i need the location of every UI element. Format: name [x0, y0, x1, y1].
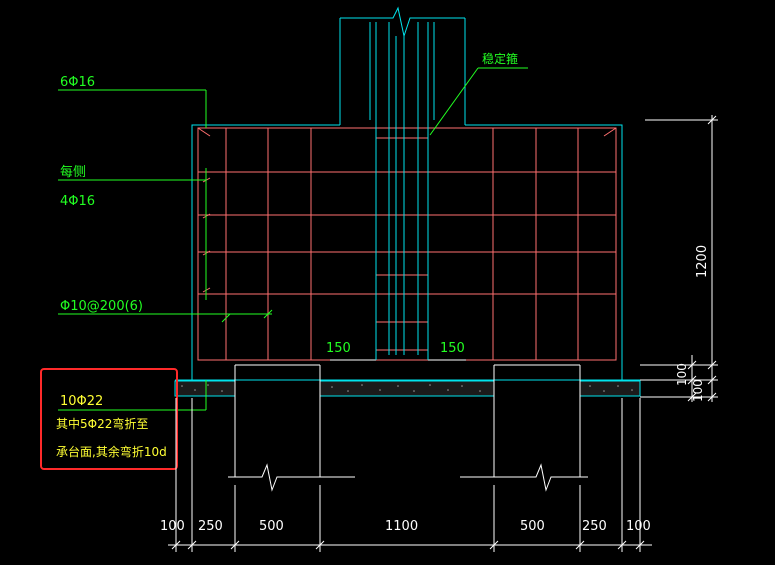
dim-bottom-3: 500 [259, 519, 284, 534]
label-top-main-bars: 6Φ16 [60, 75, 95, 90]
bottom-dimension-labels: 100 250 500 1100 500 250 100 [160, 519, 651, 534]
pile-cap-outline [175, 124, 640, 381]
note-line-1: 其中5Φ22弯折至 [56, 416, 148, 431]
label-each-side: 每侧 [60, 164, 86, 180]
right-dimension-lines [640, 115, 718, 402]
dim-bottom-1: 100 [160, 519, 185, 534]
column-bars [369, 22, 435, 360]
dim-height-main: 1200 [695, 245, 710, 278]
highlight-box [40, 368, 178, 470]
label-bottom-bars: 10Φ22 [60, 394, 103, 409]
label-side-bars: 4Φ16 [60, 194, 95, 209]
annotation-leaders [58, 67, 528, 411]
bottom-dimension-lines [168, 398, 652, 552]
pile-left [228, 364, 355, 492]
dim-bottom-6: 250 [582, 519, 607, 534]
label-stabilizing-stirrup: 稳定箍 [482, 51, 518, 66]
label-gap-left: 150 [326, 341, 351, 356]
note-line-2: 承台面,其余弯折10d [56, 444, 167, 459]
dim-height-b2: 100 [691, 379, 705, 402]
pile-right [460, 364, 588, 492]
dim-bottom-5: 500 [520, 519, 545, 534]
dim-bottom-2: 250 [198, 519, 223, 534]
label-stirrups: Φ10@200(6) [60, 299, 143, 314]
label-gap-right: 150 [440, 341, 465, 356]
column-outline [339, 6, 466, 125]
dim-bottom-7: 100 [626, 519, 651, 534]
dim-height-b1: 100 [675, 363, 689, 386]
dim-bottom-4: 1100 [385, 519, 418, 534]
